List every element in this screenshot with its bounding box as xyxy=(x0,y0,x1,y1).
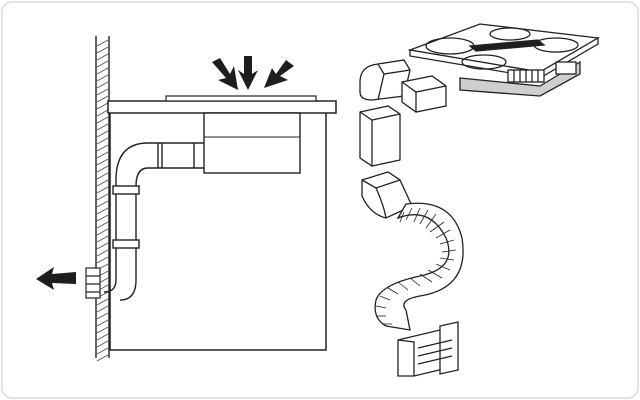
flex-duct-rib xyxy=(379,295,391,301)
wall-hatch-line xyxy=(96,235,109,243)
wall-hatch-line xyxy=(96,53,109,61)
wall-hatch-line xyxy=(96,165,109,173)
wall-hatch-line xyxy=(96,249,109,257)
wall-hatch-line xyxy=(96,102,109,110)
wall-hatch-line xyxy=(96,214,109,222)
wall-hatch-line xyxy=(96,200,109,208)
elbow-piece xyxy=(359,59,411,101)
flex-duct-rib xyxy=(387,287,399,295)
wall-hatch-line xyxy=(96,74,109,82)
wall-hatch-line xyxy=(96,347,109,355)
wall-hatch-line xyxy=(96,186,109,194)
wall-hatch-line xyxy=(96,242,109,250)
wall-hatch-line xyxy=(96,67,109,75)
wall-hatch-line xyxy=(96,109,109,117)
wall-outlet-grille xyxy=(85,267,101,299)
downdraft-fan-unit xyxy=(203,112,301,174)
flex-duct-rib xyxy=(439,257,455,261)
flex-duct-rib xyxy=(419,209,429,225)
wall-hatch-line xyxy=(96,60,109,68)
down-arrow-icon xyxy=(238,56,258,90)
wall-hatch-line xyxy=(96,88,109,96)
wall-hatch-line xyxy=(96,340,109,348)
flex-duct-rib xyxy=(441,249,457,253)
wall-hatch-line xyxy=(96,228,109,236)
induction-hob-with-downdraft xyxy=(407,23,600,97)
left-arrow-icon xyxy=(36,267,76,290)
tall-straight-section xyxy=(359,105,401,167)
wall-hatch-line xyxy=(96,207,109,215)
flex-duct-rib xyxy=(429,221,445,233)
wall-hatch-line xyxy=(96,137,109,145)
flex-duct-rib xyxy=(419,273,433,283)
wall-hatch-line xyxy=(96,326,109,334)
wall-hatch-line xyxy=(96,123,109,131)
wall-hatch-line xyxy=(96,39,109,47)
hob-surface xyxy=(165,95,317,102)
flex-duct-rib xyxy=(399,211,405,223)
wall-hatch-line xyxy=(96,221,109,229)
l-shaped-duct-run xyxy=(103,142,204,301)
flex-duct-rib xyxy=(439,239,455,245)
wall-hatch-line xyxy=(96,319,109,327)
flex-duct-rib xyxy=(397,281,409,291)
wall-hatch-line xyxy=(96,144,109,152)
flex-duct-rib xyxy=(435,263,451,271)
flex-duct-rib xyxy=(405,207,413,221)
flex-duct-rib xyxy=(435,229,451,239)
straight-section xyxy=(401,75,447,113)
wall-hatch-line xyxy=(96,81,109,89)
flex-duct-rib xyxy=(375,305,387,309)
wall-hatch-line xyxy=(96,305,109,313)
wall-hatch-line xyxy=(96,151,109,159)
airflow-in-arrows xyxy=(212,56,294,90)
down-arrow-icon xyxy=(264,60,294,88)
flexible-duct xyxy=(374,202,464,331)
hatched-wall xyxy=(95,36,110,362)
flex-duct-rib xyxy=(425,213,437,229)
left-installation-view xyxy=(36,36,337,362)
wall-hatch-line xyxy=(96,298,109,306)
wall-hatch-line xyxy=(96,46,109,54)
wall-hatch-line xyxy=(96,116,109,124)
cabinet-box xyxy=(109,112,327,351)
right-exploded-view xyxy=(359,23,600,377)
wall-outlet-grille xyxy=(397,321,459,377)
wall-hatch-line xyxy=(96,179,109,187)
wall-hatch-line xyxy=(96,354,109,362)
wall-hatch-line xyxy=(96,193,109,201)
wall-hatch-line xyxy=(96,95,109,103)
wall-hatch-line xyxy=(96,130,109,138)
bend-piece xyxy=(361,171,413,219)
down-arrow-icon xyxy=(212,58,238,90)
flex-duct-rib xyxy=(409,277,421,287)
flex-duct-rib xyxy=(413,207,421,223)
wall-hatch-line xyxy=(96,312,109,320)
wall-hatch-line xyxy=(96,172,109,180)
worktop xyxy=(107,100,337,114)
flex-duct-rib xyxy=(427,269,443,279)
wall-hatch-line xyxy=(96,158,109,166)
wall-hatch-line xyxy=(96,256,109,264)
wall-hatch-line xyxy=(96,333,109,341)
